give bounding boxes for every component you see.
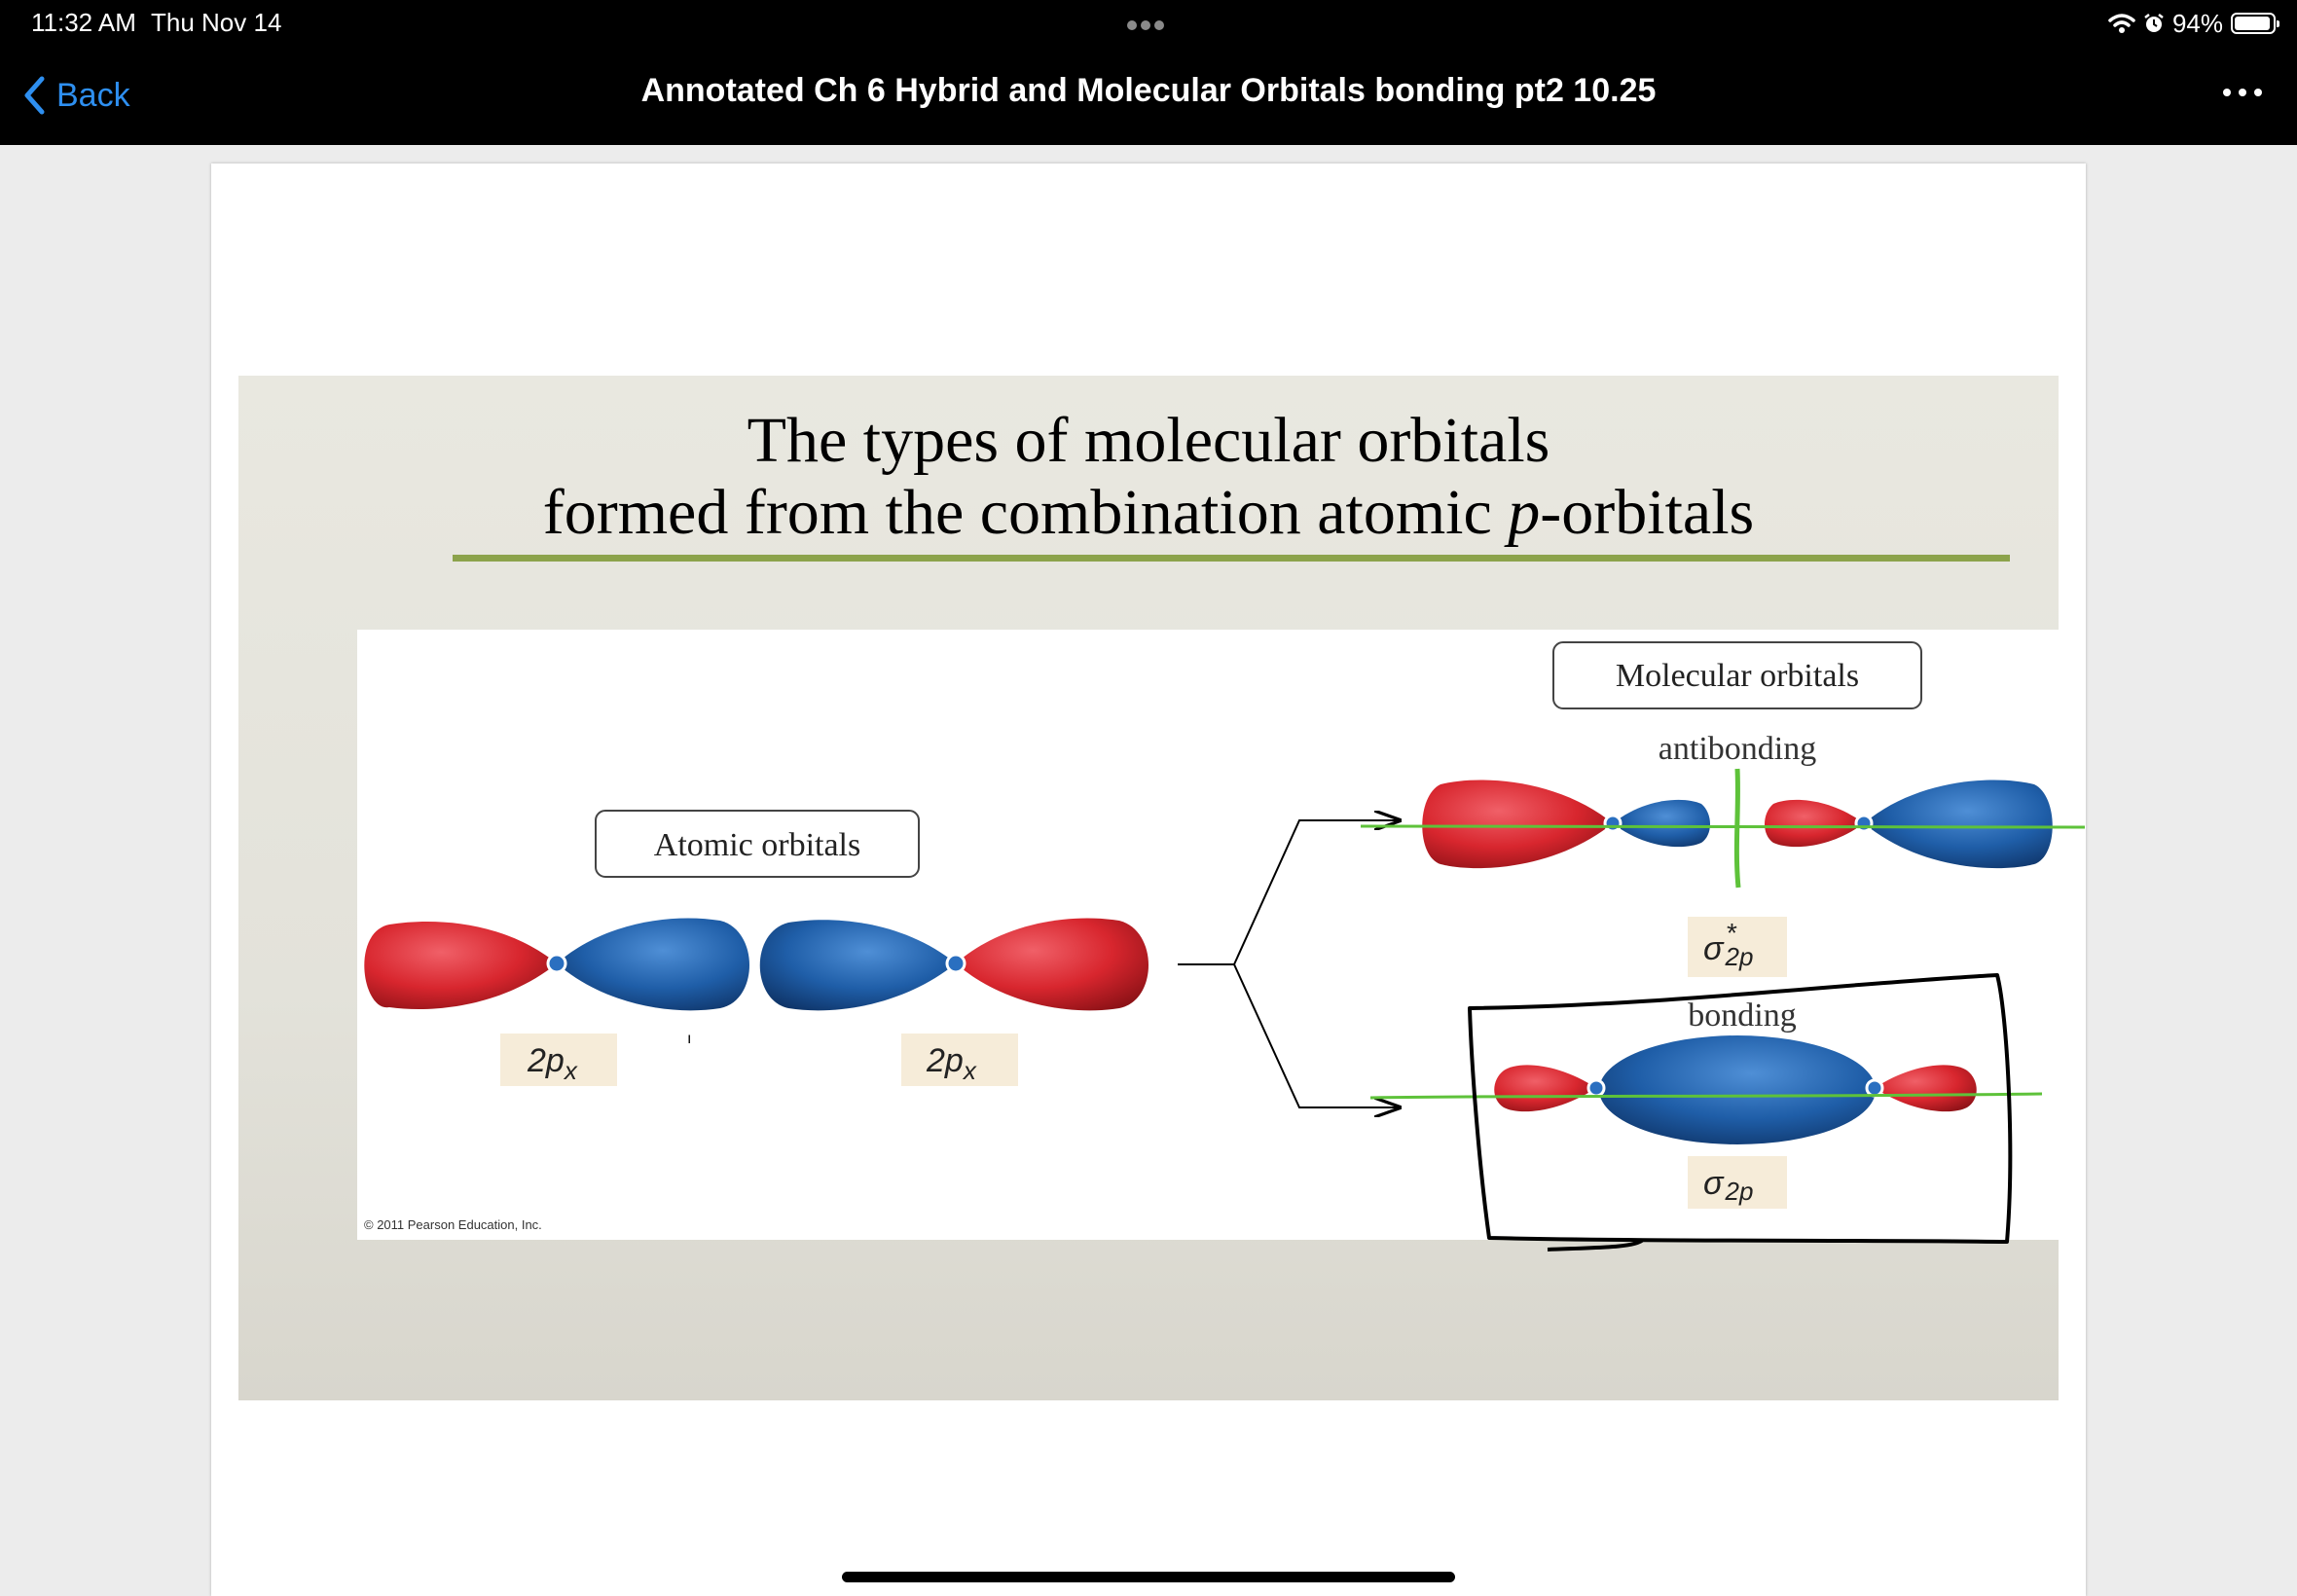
wifi-icon (2108, 14, 2135, 33)
slide: The types of molecular orbitals formed f… (238, 376, 2059, 1400)
battery-percent: 94% (2171, 8, 2223, 38)
title-line2-italic: p (1508, 477, 1541, 548)
title-line2-prefix: formed from the combination atomic (542, 477, 1509, 548)
home-indicator[interactable] (842, 1572, 1455, 1582)
back-button[interactable]: Back (23, 70, 130, 121)
title-divider (453, 555, 2010, 562)
multitasking-dots-icon[interactable] (1127, 18, 1170, 30)
back-label: Back (56, 76, 130, 114)
orbital-figure (357, 630, 2059, 1240)
slide-title-line1: The types of molecular orbitals (747, 405, 1550, 476)
slide-title: The types of molecular orbitals formed f… (238, 405, 2059, 549)
slide-title-line2: formed from the combination atomic p-orb… (238, 477, 2059, 549)
status-indicators: 94% (2108, 6, 2279, 41)
title-line2-suffix: -orbitals (1540, 477, 1755, 548)
battery-icon (2231, 13, 2279, 34)
chevron-left-icon (24, 76, 45, 115)
document-title: Annotated Ch 6 Hybrid and Molecular Orbi… (640, 72, 1657, 109)
status-date: Thu Nov 14 (151, 8, 282, 37)
top-bar: 11:32 AM Thu Nov 14 94% Back Annotated C… (0, 0, 2297, 145)
more-options-icon[interactable] (2223, 82, 2262, 103)
status-time: 11:32 AM (31, 8, 136, 37)
alarm-icon (2144, 14, 2164, 32)
